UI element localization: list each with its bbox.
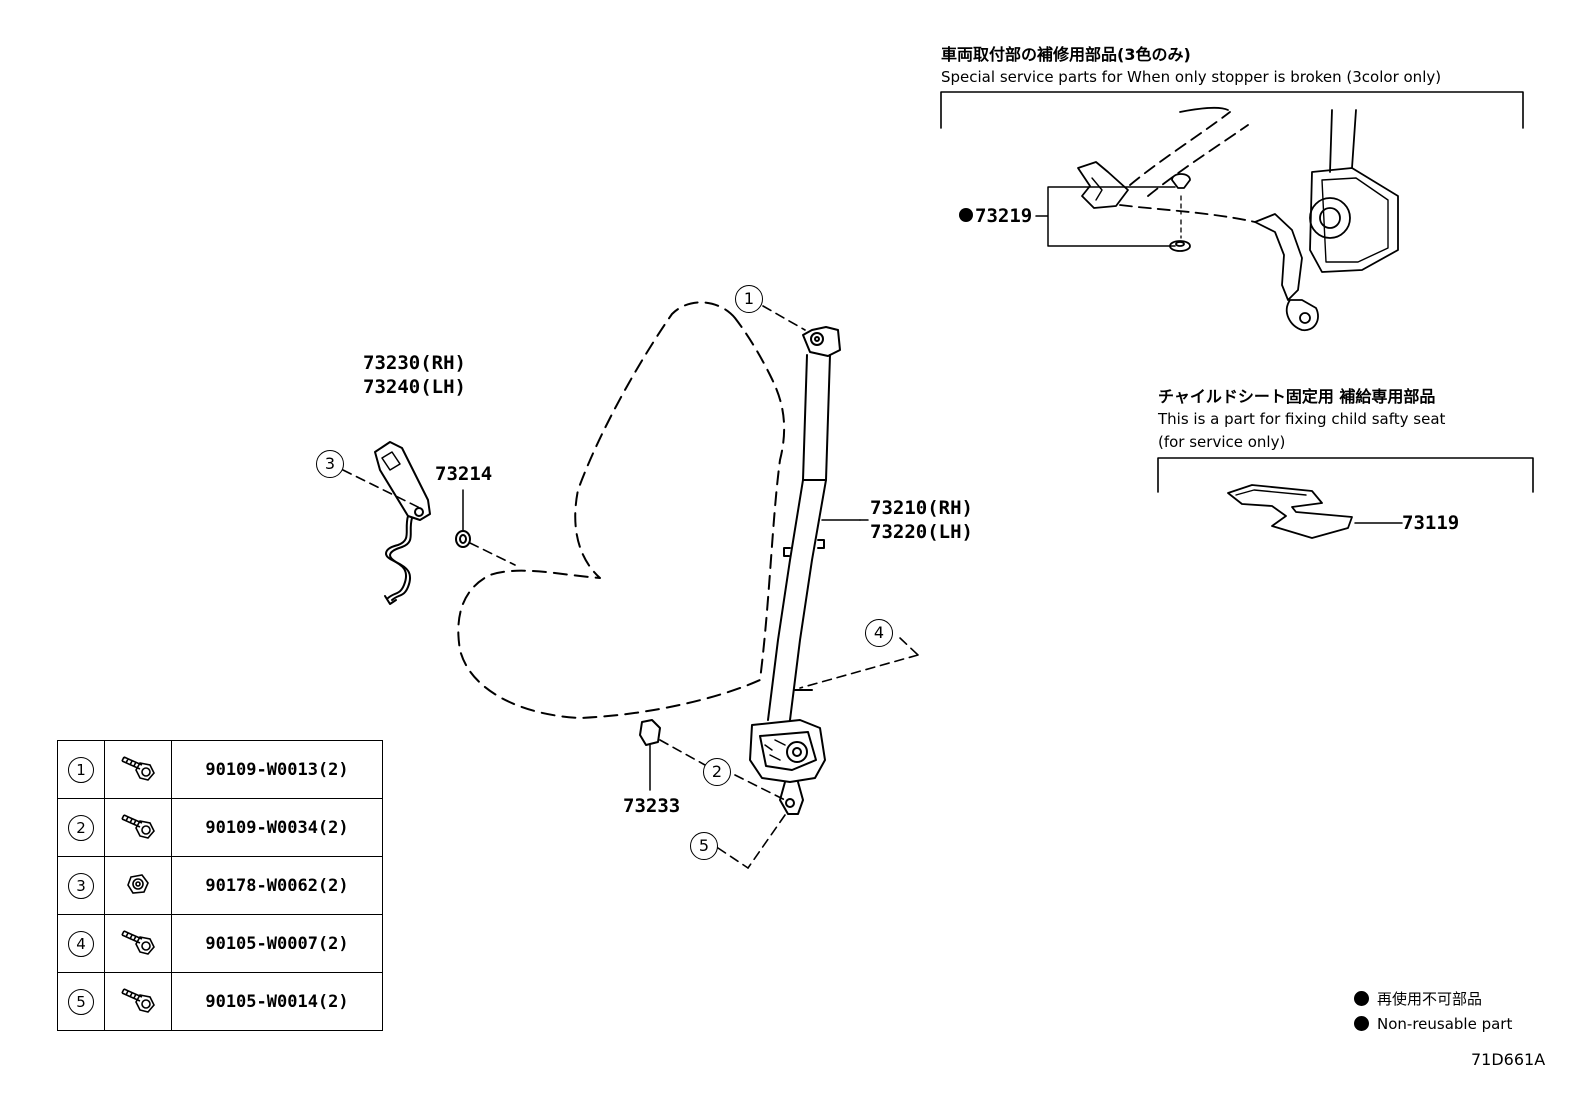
label-buckle-rh: 73230(RH) [363,352,466,374]
bracket-73233 [639,719,661,746]
bolt-icon [118,813,158,845]
fastener-num: 4 [68,930,94,957]
label-73233: 73233 [623,795,681,817]
seat-belt-webbing [767,354,808,721]
non-reusable-dot-icon [1354,1016,1369,1031]
seat-outline [457,301,786,719]
special-service-title-en: Special service parts for When only stop… [941,68,1442,86]
diagram-code: 71D661A [1471,1050,1546,1069]
fastener-row: 1 90109-W0013(2) [57,740,383,799]
fastener-row: 5 90105-W0014(2) [57,972,383,1031]
bolt-icon [118,987,158,1019]
label-buckle-lh: 73240(LH) [363,376,466,398]
callout-1: 1 [735,285,763,313]
fastener-row: 2 90109-W0034(2) [57,798,383,857]
fastener-row: 4 90105-W0007(2) [57,914,383,973]
child-seat-line2: (for service only) [1158,433,1286,451]
nut-icon [118,873,158,903]
fastener-part-number: 90109-W0013(2) [171,740,383,799]
non-reusable-dot-icon [959,208,973,222]
retractor [749,719,826,783]
fastener-num-cell: 3 [57,856,105,915]
bolt-icon [118,755,158,787]
label-73119: 73119 [1402,512,1460,534]
legend-en: Non-reusable part [1354,1014,1512,1034]
fastener-icon-cell [104,740,172,799]
fastener-num-cell: 2 [57,798,105,857]
child-seat-line1: This is a part for fixing child safty se… [1158,410,1446,428]
fastener-icon-cell [104,914,172,973]
label-73219: 73219 [959,205,1032,227]
non-reusable-dot-icon [1354,991,1369,1006]
fastener-icon-cell [104,798,172,857]
fastener-num: 1 [68,756,94,783]
callout-4: 4 [865,619,893,647]
fastener-num: 3 [68,872,94,899]
fastener-part-number: 90105-W0014(2) [171,972,383,1031]
fastener-part-number: 90109-W0034(2) [171,798,383,857]
callout-3: 3 [316,450,344,478]
special-service-bracket [940,91,1524,129]
callout-2: 2 [703,758,731,786]
legend-en-text: Non-reusable part [1377,1015,1513,1033]
label-73219-text: 73219 [975,205,1033,227]
fastener-table: 1 90109-W0013(2) 2 90109-W0034(2) 3 90178-W00… [57,740,383,1031]
child-seat-title-jp: チャイルドシート固定用 補給専用部品 [1158,387,1436,406]
part-73119-shape [1227,484,1353,539]
legend-jp-text: 再使用不可部品 [1377,990,1483,1008]
fastener-num: 5 [68,988,94,1015]
special-service-title-jp: 車両取付部の補修用部品(3色のみ) [941,45,1191,64]
buckle-assembly [374,441,431,521]
fastener-num-cell: 1 [57,740,105,799]
label-73214: 73214 [435,463,493,485]
fastener-num-cell: 4 [57,914,105,973]
legend-jp: 再使用不可部品 [1354,989,1482,1009]
buckle-wire [385,515,409,599]
label-belt-lh: 73220(LH) [870,521,973,543]
bolt-icon [118,929,158,961]
fastener-icon-cell [104,972,172,1031]
child-seat-bracket [1157,457,1534,493]
label-belt-rh: 73210(RH) [870,497,973,519]
fastener-row: 3 90178-W0062(2) [57,856,383,915]
fastener-part-number: 90105-W0007(2) [171,914,383,973]
fastener-icon-cell [104,856,172,915]
fastener-num: 2 [68,814,94,841]
washer-73214 [455,530,471,548]
upper-anchor [802,326,841,357]
fastener-num-cell: 5 [57,972,105,1031]
fastener-part-number: 90178-W0062(2) [171,856,383,915]
callout-5: 5 [690,832,718,860]
